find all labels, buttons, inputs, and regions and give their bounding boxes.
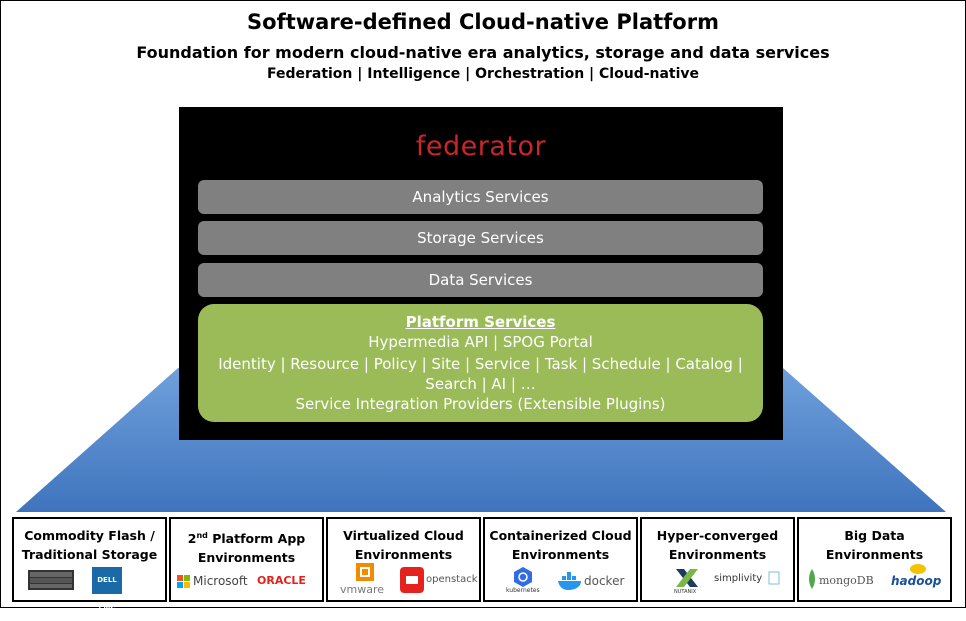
vmware-logo: vmware [340, 583, 385, 596]
vmware-icon [356, 563, 374, 581]
oracle-logo: ORACLE [257, 574, 306, 587]
simplivity-logo: simplivity [714, 573, 763, 584]
env-label-line1: Virtualized Cloud [343, 528, 464, 543]
storage-services-bar: Storage Services [198, 221, 763, 255]
env-label-line2: Environments [825, 547, 924, 562]
docker-icon [558, 572, 581, 590]
env-2nd-platform: 2nd Platform App Environments Microsoft … [169, 517, 324, 602]
hadoop-elephant-icon [910, 564, 926, 574]
env-commodity-flash: Commodity Flash / Traditional Storage DE… [12, 517, 167, 611]
env-label-line2: Environments [511, 547, 610, 562]
env-label-line2: Environments [354, 547, 453, 562]
dell-emc-logo: DELL EMC [92, 567, 122, 611]
env-label-line1: Big Data [844, 528, 905, 543]
env-label-line2: Environments [668, 547, 767, 562]
nutanix-icon [676, 569, 698, 587]
env-label-line2: Traditional Storage [21, 547, 158, 562]
storage-array-icon [28, 570, 74, 590]
docker-logo: docker [584, 574, 625, 588]
platform-services-box: Platform Services Hypermedia API | SPOG … [198, 304, 763, 422]
openstack-logo: openstack [426, 574, 478, 585]
diagram-title: Software-defined Cloud-native Platform [247, 10, 719, 34]
env-label-line1: Containerized Cloud [489, 528, 632, 543]
platform-services-heading: Platform Services [405, 313, 556, 331]
openstack-icon [400, 567, 424, 593]
platform-line-search: Search | AI | … [425, 375, 536, 393]
microsoft-logo: Microsoft [193, 574, 248, 588]
kubernetes-logo: kubernetes [506, 587, 540, 594]
kubernetes-icon [514, 567, 532, 587]
env-containerized-cloud: Containerized Cloud Environments kuberne… [483, 517, 638, 602]
platform-line-plugins: Service Integration Providers (Extensibl… [295, 395, 666, 413]
env-label-line1: Hyper-converged [656, 528, 779, 543]
microsoft-icon [177, 575, 190, 588]
federator-stack: federator Analytics Services Storage Ser… [179, 107, 783, 440]
federator-logo: federator [415, 131, 547, 162]
mongodb-logo: mongoDB [819, 574, 874, 587]
diagram-tagline: Federation | Intelligence | Orchestratio… [266, 66, 700, 82]
data-services-bar: Data Services [198, 263, 763, 297]
hadoop-logo: hadoop [891, 574, 942, 588]
env-big-data: Big Data Environments mongoDB hadoop [797, 517, 952, 602]
platform-line-capabilities: Identity | Resource | Policy | Site | Se… [218, 355, 743, 373]
simplivity-icon [768, 571, 780, 585]
env-label-line1: 2nd Platform App [187, 531, 306, 547]
nutanix-logo: NUTANIX [674, 589, 697, 595]
mongodb-icon [809, 569, 815, 589]
env-hyper-converged: Hyper-converged Environments NUTANIX sim… [640, 517, 795, 602]
env-virtualized-cloud: Virtualized Cloud Environments vmware op… [326, 517, 481, 602]
analytics-services-bar: Analytics Services [198, 180, 763, 214]
env-label-line2: Environments [197, 550, 296, 566]
diagram-subtitle: Foundation for modern cloud-native era a… [136, 43, 830, 62]
platform-line-api: Hypermedia API | SPOG Portal [368, 333, 593, 351]
env-label-line1: Commodity Flash / [24, 528, 155, 543]
